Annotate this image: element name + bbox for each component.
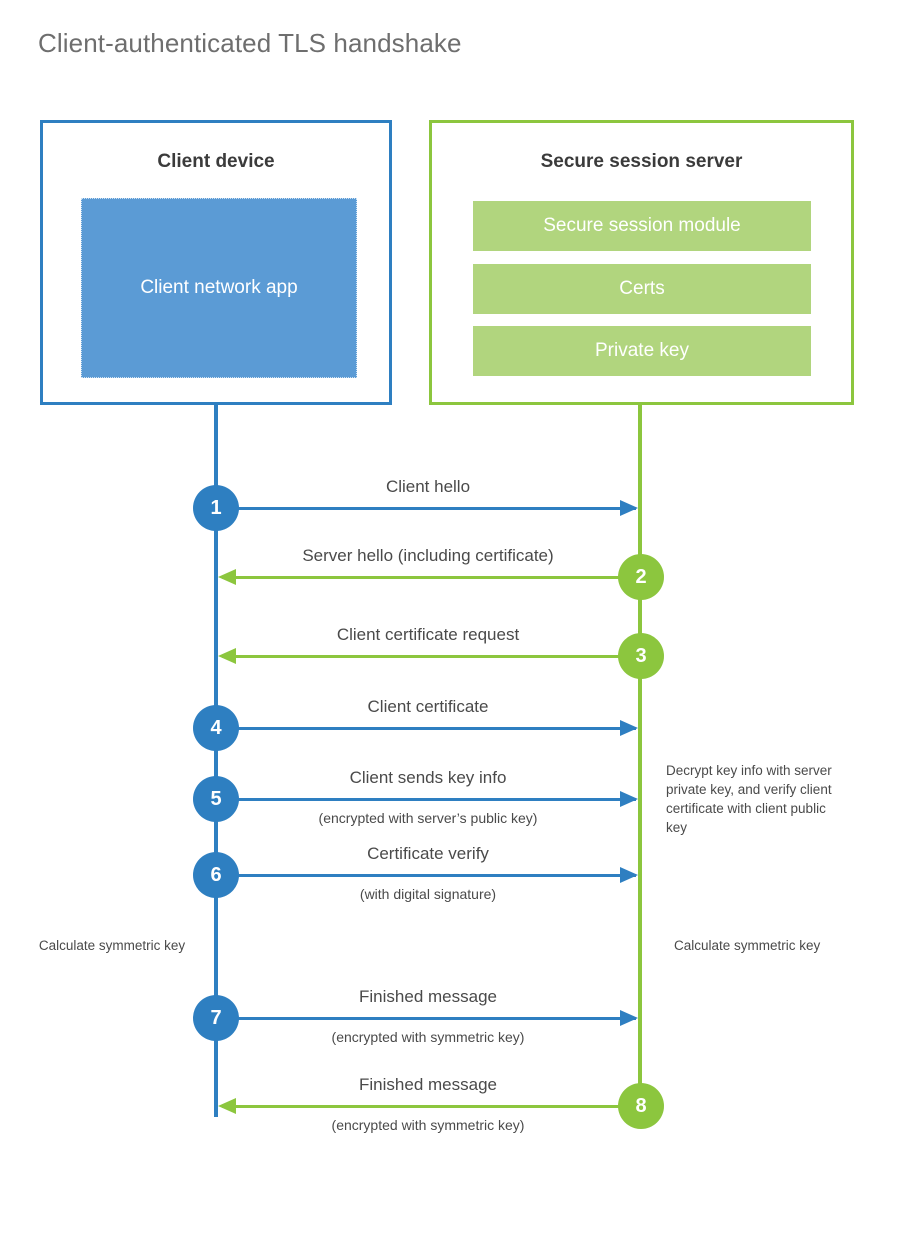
secure-session-server-box: Secure session server Secure session mod… [429, 120, 854, 405]
message-sublabel-8: (encrypted with symmetric key) [331, 1117, 525, 1133]
message-sublabel-5: (encrypted with server’s public key) [318, 810, 538, 826]
arrowhead-right-icon [620, 1010, 638, 1026]
message-sublabel-6: (with digital signature) [359, 886, 497, 902]
arrowhead-right-icon [620, 867, 638, 883]
step-badge-8: 8 [618, 1083, 664, 1129]
message-label-7: Finished message [359, 987, 497, 1006]
message-line-7 [218, 1017, 636, 1020]
step-badge-1: 1 [193, 485, 239, 531]
client-device-box: Client device Client network app [40, 120, 392, 405]
server-component-certs: Certs [473, 264, 811, 314]
arrowhead-right-icon [620, 500, 638, 516]
client-device-title: Client device [157, 151, 275, 172]
page-title: Client-authenticated TLS handshake [38, 28, 462, 58]
message-line-8 [222, 1105, 640, 1108]
note-decrypt-key-info: Decrypt key info with server private key… [666, 763, 832, 836]
message-line-3 [222, 655, 640, 658]
arrowhead-left-icon [218, 648, 236, 664]
client-lifeline [214, 405, 218, 1117]
message-label-5: Client sends key info [349, 768, 507, 787]
message-line-2 [222, 576, 640, 579]
secure-session-server-title: Secure session server [540, 151, 743, 172]
message-line-6 [218, 874, 636, 877]
message-label-4: Client certificate [367, 697, 489, 716]
step-badge-6: 6 [193, 852, 239, 898]
step-badge-7: 7 [193, 995, 239, 1041]
message-label-2: Server hello (including certificate) [302, 546, 554, 565]
message-line-5 [218, 798, 636, 801]
server-component-private-key: Private key [473, 326, 811, 376]
note-calculate-symmetric-key-client: Calculate symmetric key [38, 938, 186, 953]
message-label-1: Client hello [385, 477, 471, 496]
message-line-1 [218, 507, 636, 510]
message-label-3: Client certificate request [336, 625, 520, 644]
message-line-4 [218, 727, 636, 730]
message-label-8: Finished message [359, 1075, 497, 1094]
step-badge-3: 3 [618, 633, 664, 679]
arrowhead-right-icon [620, 720, 638, 736]
client-network-app-block: Client network app [81, 198, 357, 378]
arrowhead-right-icon [620, 791, 638, 807]
message-label-6: Certificate verify [367, 844, 489, 863]
server-lifeline [638, 405, 642, 1105]
arrowhead-left-icon [218, 569, 236, 585]
message-sublabel-7: (encrypted with symmetric key) [331, 1029, 525, 1045]
arrowhead-left-icon [218, 1098, 236, 1114]
note-calculate-symmetric-key-server: Calculate symmetric key [674, 938, 821, 953]
server-component-secure-session-module: Secure session module [473, 201, 811, 251]
step-badge-4: 4 [193, 705, 239, 751]
step-badge-2: 2 [618, 554, 664, 600]
step-badge-5: 5 [193, 776, 239, 822]
